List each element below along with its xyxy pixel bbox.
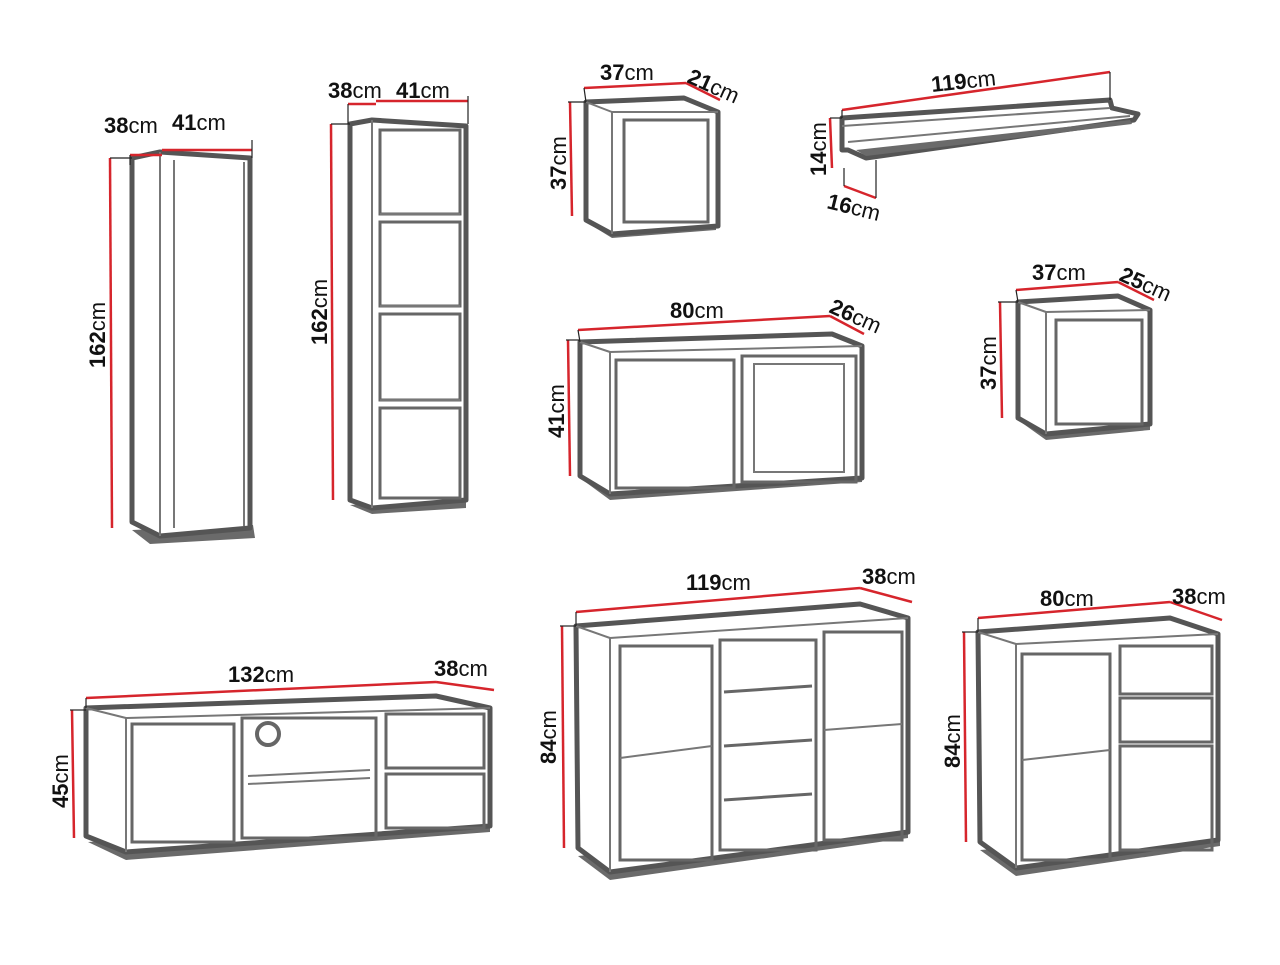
sideboard (560, 586, 913, 880)
shelf-unit-depth-label: 38cm (328, 78, 382, 103)
wall-cabinet (566, 314, 865, 500)
chest-height-label: 84cm (940, 714, 965, 768)
tall-cabinet-depth-label: 38cm (104, 113, 158, 138)
wall-cube (998, 280, 1155, 440)
wall-cube-small (568, 81, 721, 238)
wall-shelf-width-label: 119cm (930, 65, 997, 97)
wall-shelf (828, 70, 1141, 200)
wall-cube-small-width-label: 37cm (600, 60, 654, 85)
tv-stand-width-label: 132cm (228, 662, 294, 687)
tall-cabinet-width-label: 41cm (172, 110, 226, 135)
tall-cabinet (108, 140, 255, 544)
shelf-unit (329, 96, 469, 514)
wall-shelf-depth-label: 16cm (825, 189, 883, 226)
sideboard-width-label: 119cm (686, 570, 751, 595)
chest-depth-label: 38cm (1172, 584, 1226, 609)
chest-width-label: 80cm (1040, 586, 1094, 611)
wall-cabinet-width-label: 80cm (670, 298, 724, 323)
wall-cabinet-depth-label: 26cm (826, 294, 885, 339)
tall-cabinet-height-label: 162cm (85, 302, 110, 368)
tv-stand-depth-label: 38cm (434, 656, 488, 681)
wall-cube-small-height-label: 37cm (546, 136, 571, 190)
tv-stand-height-label: 45cm (48, 754, 73, 808)
sideboard-height-label: 84cm (536, 710, 561, 764)
tv-stand (70, 680, 495, 860)
wall-shelf-height-label: 14cm (806, 122, 831, 176)
shelf-unit-width-label: 41cm (396, 78, 450, 103)
sideboard-depth-label: 38cm (862, 564, 916, 589)
wall-cabinet-height-label: 41cm (544, 384, 569, 438)
shelf-unit-height-label: 162cm (307, 279, 332, 345)
wall-cube-height-label: 37cm (976, 336, 1001, 390)
chest (962, 600, 1223, 876)
wall-cube-width-label: 37cm (1032, 260, 1086, 285)
